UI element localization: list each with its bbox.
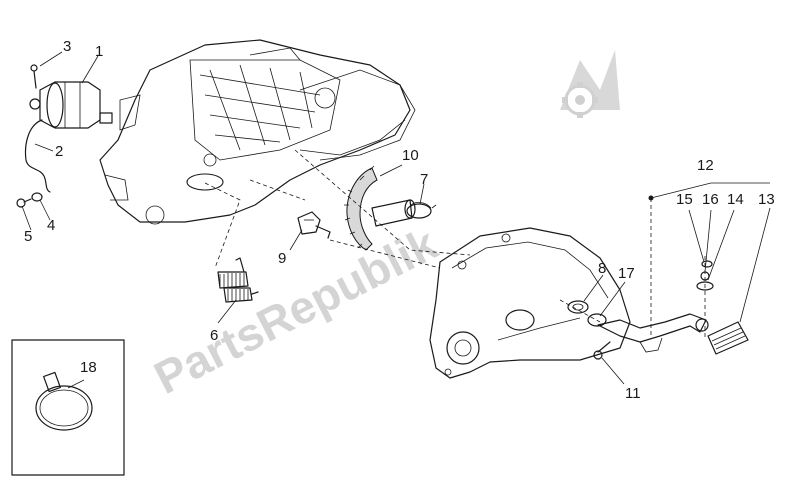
leader-line xyxy=(583,274,604,302)
callout-12: 12 xyxy=(697,157,714,174)
leader-line xyxy=(67,379,85,389)
fitting xyxy=(297,211,331,239)
starter-screw xyxy=(30,64,38,89)
callout-1: 1 xyxy=(95,43,103,60)
callout-15: 15 xyxy=(676,191,693,208)
callout-11: 11 xyxy=(625,385,641,402)
callout-7: 7 xyxy=(420,171,428,188)
lever-bolt xyxy=(593,341,611,360)
assembly-line xyxy=(329,239,441,269)
callout-5: 5 xyxy=(24,228,32,245)
leader-line xyxy=(34,143,54,152)
kickstart-lever xyxy=(597,313,709,353)
assembly-line xyxy=(559,299,601,323)
leader-line xyxy=(704,209,712,273)
accessory-box xyxy=(11,339,125,476)
assembly-line xyxy=(249,149,471,256)
callout-13: 13 xyxy=(758,191,775,208)
leader-line xyxy=(601,357,625,385)
leader-line xyxy=(599,281,626,317)
leader-line xyxy=(419,183,425,205)
callout-16: 16 xyxy=(702,191,719,208)
leader-line xyxy=(739,207,771,323)
leader-line xyxy=(707,209,735,281)
crankcase xyxy=(99,39,411,225)
starter-gear xyxy=(217,257,259,303)
leader-line xyxy=(81,55,99,84)
leader-line xyxy=(39,51,63,67)
callout-9: 9 xyxy=(278,250,286,267)
transmission-cover xyxy=(429,227,631,379)
callout-10: 10 xyxy=(402,147,419,164)
kick-lever-washer xyxy=(696,281,714,291)
callout-17: 17 xyxy=(618,265,635,282)
starter-cable xyxy=(24,119,51,193)
callout-4: 4 xyxy=(47,217,55,234)
washer xyxy=(31,192,43,202)
bush xyxy=(567,300,589,314)
leader-line xyxy=(379,164,403,177)
callout-2: 2 xyxy=(55,143,63,160)
leader-line xyxy=(289,229,303,251)
callout-18: 18 xyxy=(80,359,97,376)
hose-clamp xyxy=(35,371,93,431)
leader-line xyxy=(39,199,51,221)
kick-lever-circlip xyxy=(701,260,713,268)
watermark-logo xyxy=(560,50,620,118)
return-spring xyxy=(406,202,437,219)
assembly-line xyxy=(204,182,241,269)
starter-motor xyxy=(29,81,113,129)
bolt xyxy=(16,198,32,208)
leader-line xyxy=(21,205,32,231)
oring xyxy=(587,313,607,327)
watermark: PartsRepublik xyxy=(146,50,620,404)
kick-pedal-rubber xyxy=(707,321,749,355)
watermark-text: PartsRepublik xyxy=(146,217,446,404)
callout-6: 6 xyxy=(210,327,218,344)
callout-8: 8 xyxy=(598,260,606,277)
callout-3: 3 xyxy=(63,38,71,55)
leader-line xyxy=(688,209,705,263)
leader-line xyxy=(650,182,770,199)
kickstart-sector-gear xyxy=(344,165,416,251)
leader-line xyxy=(217,299,237,324)
callout-14: 14 xyxy=(727,191,744,208)
gasket xyxy=(299,69,416,161)
